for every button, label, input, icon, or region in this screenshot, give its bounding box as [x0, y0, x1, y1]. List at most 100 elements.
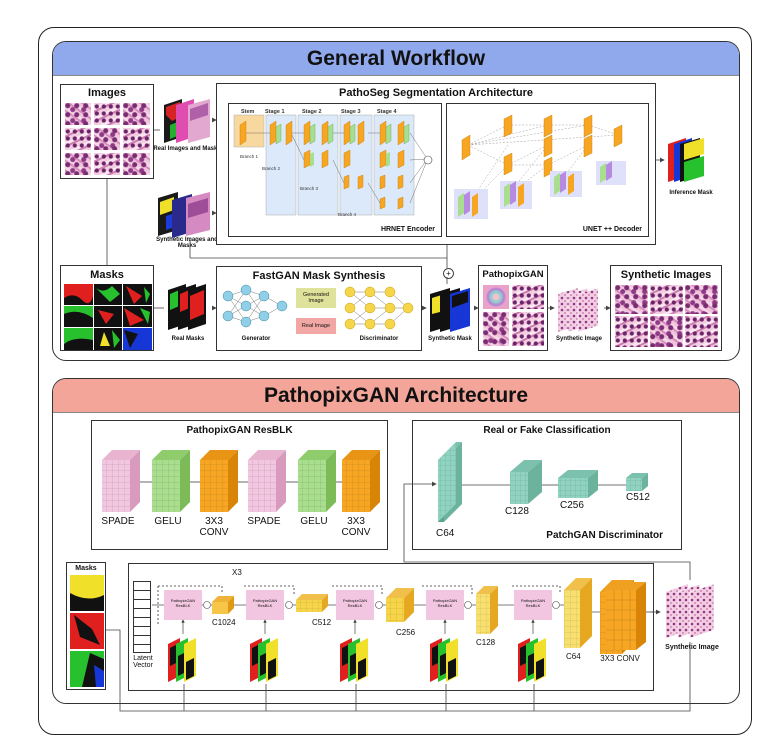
gen-label-c256: C256 [396, 628, 416, 637]
branch-2-label: Branch 2 [262, 166, 281, 171]
image-tile [93, 127, 121, 151]
generated-image-label: Generated Image [303, 292, 329, 304]
arch-masks-title: Masks [75, 565, 97, 572]
unet-diagram [454, 114, 626, 219]
synthetic-mask-stack [430, 288, 470, 332]
discriminator-blocks [438, 442, 648, 522]
disc-label-c256: C256 [560, 500, 584, 511]
fastgan-title: FastGAN Mask Synthesis [252, 270, 386, 282]
gen-label-conv: 3X3 CONV [600, 654, 640, 663]
image-tile [684, 284, 719, 315]
gen-resblk-label-3: PathopixGAN ResBLK [342, 598, 368, 608]
disc-label-c128: C128 [505, 506, 529, 517]
plus-sign: + [446, 269, 451, 278]
hrnet-encoder-label: HRNET Encoder [380, 226, 435, 233]
architecture-title: PathopixGAN Architecture [263, 384, 529, 407]
real-masks-label: Real Masks [171, 336, 205, 342]
masks-title: Masks [90, 269, 124, 281]
unet-decoder-label: UNET ++ Decoder [582, 226, 642, 233]
stem-label: Stem [241, 109, 255, 115]
image-tile [511, 311, 545, 347]
resblk-label-conv-1: 3X3 CONV [199, 516, 229, 538]
image-tile [93, 152, 121, 176]
patchgan-label: PatchGAN Discriminator [546, 530, 663, 541]
gen-label-c128: C128 [476, 638, 496, 647]
stage-4-label: Stage 4 [377, 109, 397, 115]
arch-synthetic-image-stack [666, 583, 715, 639]
gen-resblk-label-2: PathopixGAN ResBLK [252, 598, 278, 608]
resblk-label-conv-2: 3X3 CONV [341, 516, 371, 538]
resblk-blocks [102, 450, 380, 512]
final-conv-block [606, 582, 646, 650]
masks-box: Masks [60, 265, 154, 351]
latent-vector-label: Latent Vector [133, 655, 153, 669]
inference-mask-label: Inference Mask [669, 190, 713, 196]
arch-synthetic-image-label: Synthetic Image [665, 644, 719, 651]
discriminator-network [344, 286, 414, 330]
image-tile [122, 102, 151, 126]
synthetic-images-box: Synthetic Images [610, 265, 722, 351]
resblk-label-spade-1: SPADE [101, 516, 135, 527]
latent-vector [133, 581, 151, 653]
real-fake-title: Real or Fake Classification [483, 425, 611, 436]
pathopixgan-title: PathopixGAN [482, 269, 544, 280]
real-image-label: Real Image [301, 323, 331, 329]
real-images-masks-label: Real Images and Masks [153, 146, 221, 152]
architecture-banner: PathopixGAN Architecture [53, 379, 739, 413]
synthetic-images-title: Synthetic Images [620, 269, 712, 281]
image-tile [614, 315, 649, 348]
generator-label: Generator [241, 336, 271, 342]
gen-resblk-label-1: PathopixGAN ResBLK [170, 598, 196, 608]
resblk-label-gelu-1: GELU [154, 516, 182, 527]
resblk-title: PathopixGAN ResBLK [186, 425, 293, 436]
plus-circle: + [443, 268, 454, 279]
resblk-label-spade-2: SPADE [247, 516, 281, 527]
gen-label-c512: C512 [312, 618, 332, 627]
general-workflow-banner: General Workflow [53, 42, 739, 76]
image-tile [122, 127, 151, 151]
image-tile [93, 102, 121, 126]
gen-resblk-label-4: PathopixGAN ResBLK [432, 598, 458, 608]
image-tile [649, 284, 684, 315]
pathoseg-title: PathoSeg Segmentation Architecture [339, 87, 533, 99]
general-workflow-title: General Workflow [306, 47, 486, 70]
resblk-label-gelu-2: GELU [300, 516, 328, 527]
hrnet-diagram [233, 114, 433, 216]
synthetic-mask-label: Synthetic Mask [428, 336, 472, 342]
image-tile [122, 152, 151, 176]
arch-masks-box: Masks [66, 562, 106, 690]
image-tile [482, 311, 510, 347]
image-tile [64, 102, 92, 126]
gen-label-c1024: C1024 [212, 618, 236, 627]
stage-3-label: Stage 3 [341, 109, 361, 115]
generator-network [222, 284, 288, 328]
synthetic-images-masks-label: Synthetic Images and Masks [156, 237, 218, 249]
generated-image-box: Generated Image [296, 288, 336, 308]
gen-label-c64: C64 [566, 652, 581, 661]
image-tile [64, 152, 92, 176]
images-box: Images [60, 84, 154, 179]
disc-label-c64: C64 [436, 528, 455, 539]
images-title: Images [88, 87, 126, 99]
branch-4-label: Branch 4 [338, 212, 357, 217]
disc-label-c512: C512 [626, 492, 650, 503]
synthetic-image-label: Synthetic Image [555, 336, 602, 342]
resblk-box: PathopixGAN ResBLK [91, 420, 388, 550]
stage-2-label: Stage 2 [302, 109, 322, 115]
image-tile [614, 284, 649, 315]
stage-1-label: Stage 1 [265, 109, 285, 115]
discriminator-label: Discriminator [359, 336, 399, 342]
image-tile [511, 284, 545, 310]
branch-3-label: Branch 3 [300, 186, 319, 191]
x3-label: X3 [232, 568, 242, 577]
outer-frame [38, 27, 752, 735]
image-tile [649, 315, 684, 348]
image-tile [64, 127, 92, 151]
pathopixgan-box: PathopixGAN [478, 265, 548, 351]
synthetic-image-stack [558, 287, 599, 333]
arch-mask-tiles [70, 575, 104, 687]
gen-resblk-label-5: PathopixGAN ResBLK [520, 598, 546, 608]
mask-tiles [64, 284, 152, 350]
